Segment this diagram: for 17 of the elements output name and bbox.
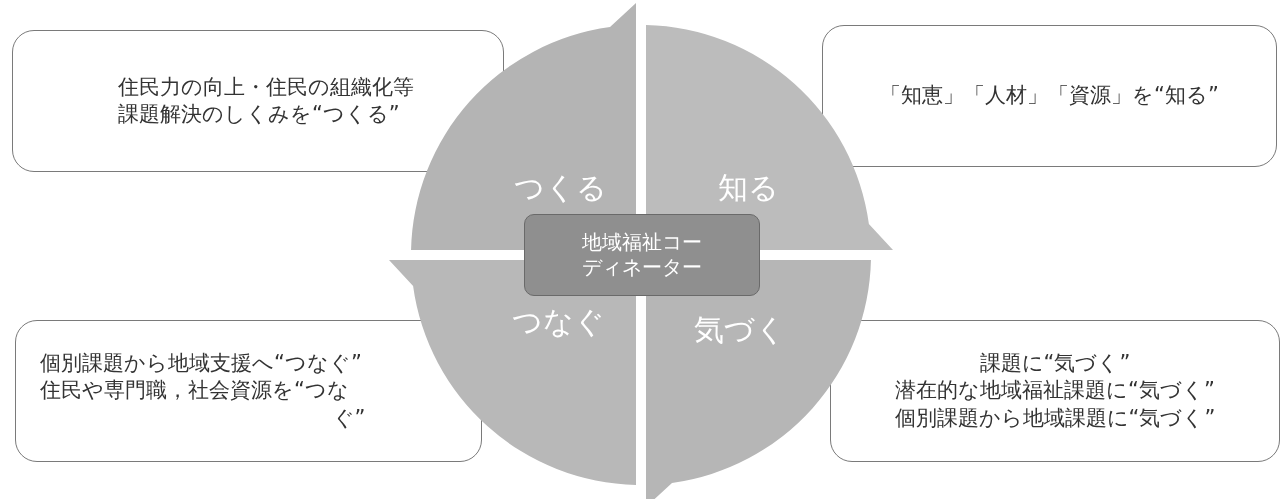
box-text: 個別課題から地域支援へ“つなぐ” bbox=[40, 350, 362, 378]
text-box bbox=[830, 320, 1280, 462]
text-box bbox=[12, 30, 504, 172]
text-box bbox=[15, 320, 482, 462]
segment-label: つなぐ bbox=[511, 302, 605, 341]
text-box bbox=[822, 25, 1277, 167]
segment-label: 知る bbox=[717, 168, 779, 207]
box-text: 住民力の向上・住民の組織化等課題解決のしくみを“つくる” bbox=[117, 73, 415, 128]
box-text: 潜在的な地域福祉課題に“気づく” bbox=[895, 377, 1215, 405]
center-box bbox=[524, 214, 760, 296]
box-text: 課題に“気づく” bbox=[979, 350, 1131, 378]
box-text: 個別課題から地域課題に“気づく” bbox=[894, 404, 1216, 432]
center-label: 地域福祉コーディネーター bbox=[581, 230, 703, 280]
box-text: 「知恵」「人材」「資源」を“知る” bbox=[880, 82, 1219, 110]
segment-label: 気づく bbox=[694, 310, 786, 349]
segment-label: つくる bbox=[513, 168, 607, 207]
box-text: 住民や専門職，社会資源を“つなぐ” bbox=[40, 377, 366, 432]
